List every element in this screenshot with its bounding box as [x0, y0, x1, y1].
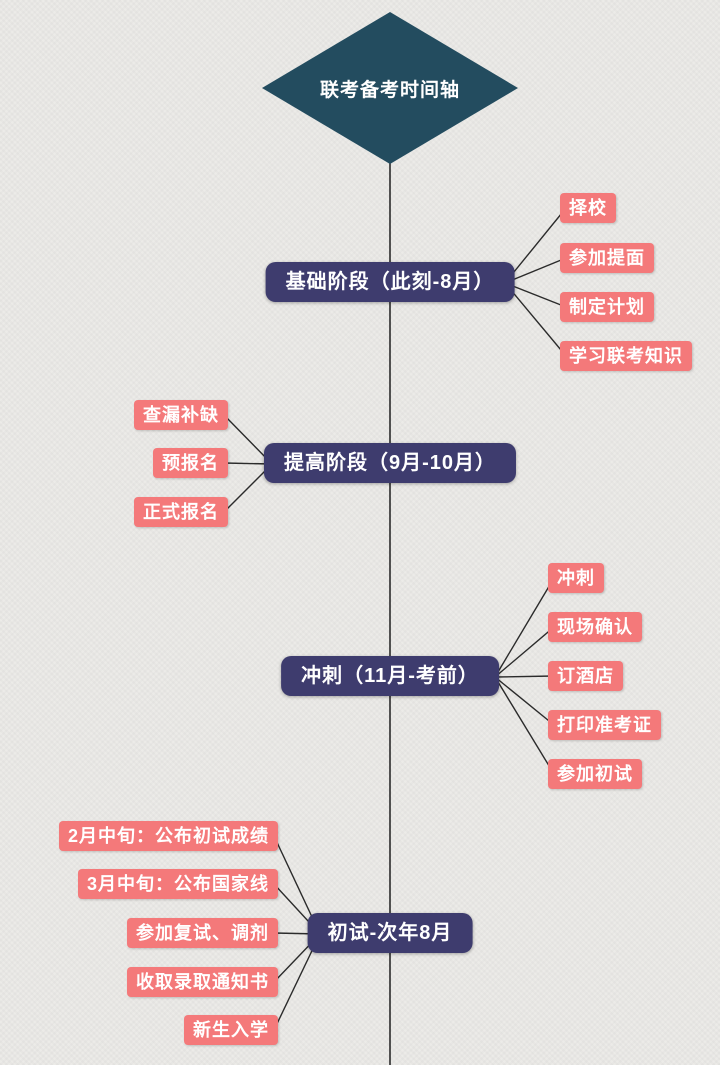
stage-node-sprint: 冲刺（11月-考前） — [281, 656, 499, 696]
stage-3-connectors — [494, 577, 555, 775]
branch-node: 预报名 — [153, 448, 228, 478]
branch-node: 参加复试、调剂 — [127, 918, 278, 948]
stage-node-improvement: 提高阶段（9月-10月） — [263, 443, 517, 483]
branch-node: 订酒店 — [548, 661, 623, 691]
branch-node: 新生入学 — [184, 1015, 278, 1045]
branch-node: 学习联考知识 — [560, 341, 692, 371]
branch-node: 现场确认 — [548, 612, 642, 642]
branch-node: 2月中旬：公布初试成绩 — [58, 821, 278, 851]
branch-node: 参加提面 — [560, 243, 654, 273]
stage-node-foundation: 基础阶段（此刻-8月） — [265, 262, 515, 302]
branch-node: 制定计划 — [560, 292, 654, 322]
branch-node: 参加初试 — [548, 759, 642, 789]
root-node-diamond: 联考备考时间轴 — [262, 12, 518, 164]
branch-node: 冲刺 — [548, 563, 604, 593]
diagram-title: 联考备考时间轴 — [319, 79, 460, 101]
branch-node: 3月中旬：公布国家线 — [77, 869, 278, 899]
branch-node: 正式报名 — [134, 497, 228, 527]
branch-node: 查漏补缺 — [134, 400, 228, 430]
branch-node: 打印准考证 — [548, 710, 661, 740]
branch-node: 择校 — [560, 193, 616, 223]
branch-node: 收取录取通知书 — [127, 967, 278, 997]
stage-node-exam: 初试-次年8月 — [307, 913, 473, 953]
